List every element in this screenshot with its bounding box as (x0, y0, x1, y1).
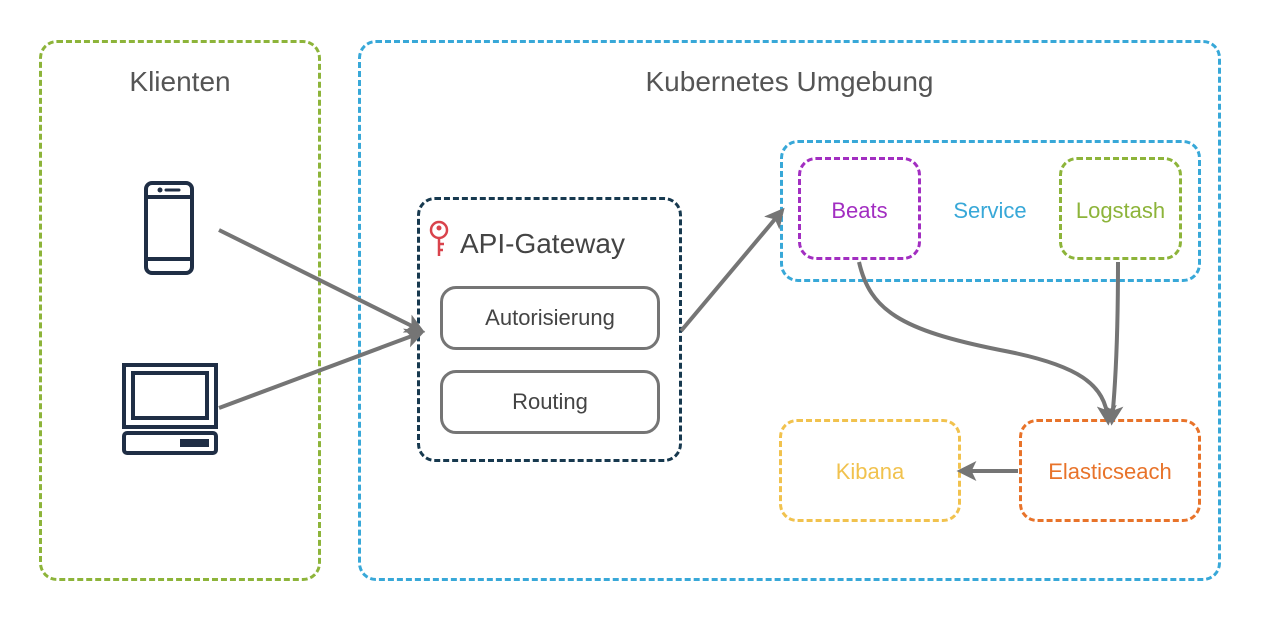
arrow-desktop-to-gateway (218, 328, 426, 410)
api-gateway-title: API-Gateway (460, 228, 625, 259)
gateway-module-auth-label: Autorisierung (485, 305, 615, 330)
smartphone-icon (143, 180, 195, 281)
gateway-module-routing-label: Routing (512, 389, 588, 414)
kibana-label: Kibana (835, 459, 905, 484)
gateway-module-auth (440, 286, 660, 350)
desktop-computer-icon (120, 362, 220, 462)
gateway-module-routing (440, 370, 660, 434)
beats-node (798, 157, 921, 260)
service-group-label: Service (953, 198, 1027, 223)
clients-group (39, 40, 321, 581)
clients-group-title: Klienten (129, 66, 231, 97)
key-icon (428, 220, 450, 265)
beats-label: Beats (831, 198, 888, 223)
logstash-label: Logstash (1075, 198, 1166, 223)
logstash-node (1059, 157, 1182, 260)
elasticsearch-label: Elasticseach (1048, 459, 1172, 484)
arrow-phone-to-gateway (218, 228, 426, 333)
arrow-beats-to-elasticsearch (857, 261, 1117, 426)
k8s-group (358, 40, 1221, 581)
arrow-gateway-to-beats (679, 207, 785, 333)
k8s-group-title: Kubernetes Umgebung (645, 66, 934, 97)
arrow-logstash-to-elasticsearch (1103, 261, 1124, 426)
